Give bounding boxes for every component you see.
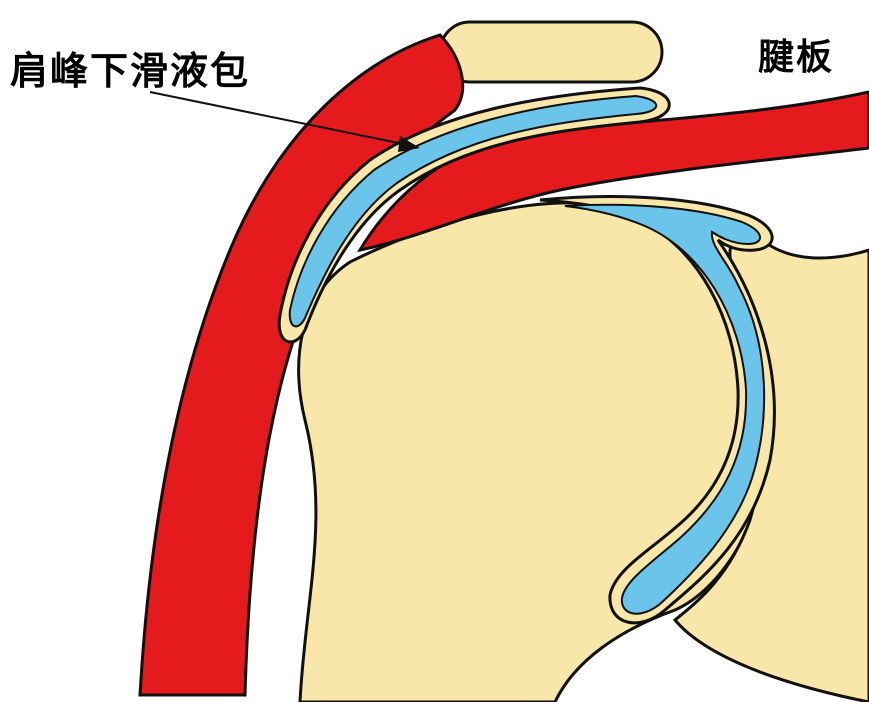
tendon-label: 腱板 — [758, 28, 834, 80]
bursa-label: 肩峰下滑液包 — [10, 40, 250, 95]
acromion-bone — [440, 22, 662, 82]
